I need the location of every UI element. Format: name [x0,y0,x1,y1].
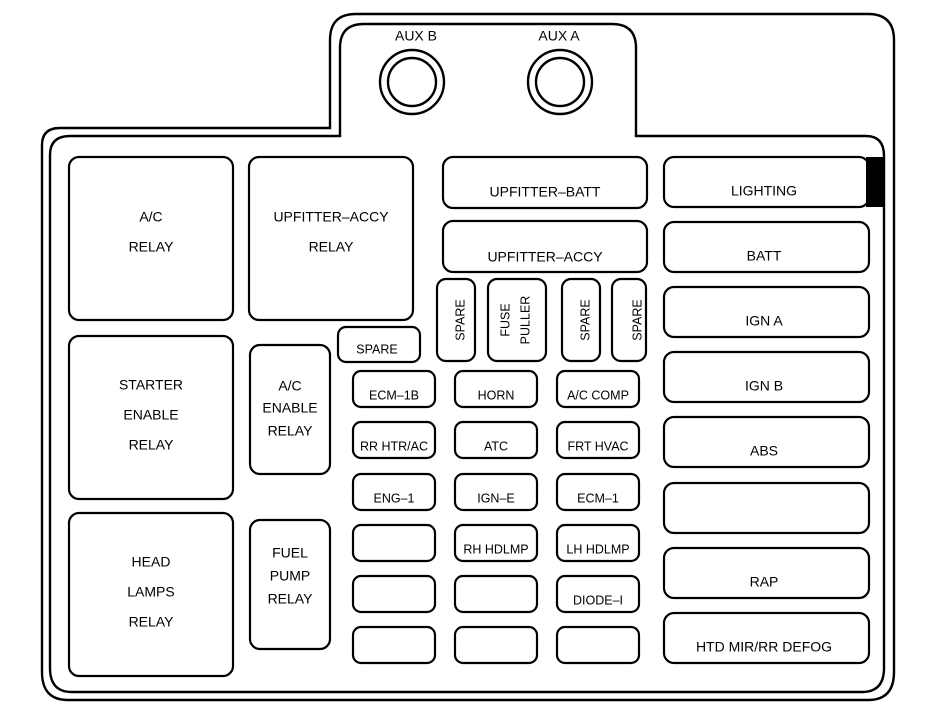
spare-slot-1-label: SPARE [453,299,467,340]
headlamps-relay-line-2: LAMPS [127,584,174,600]
spare-slot-3-label: SPARE [630,299,644,340]
ac-relay-line-2: RELAY [129,239,175,255]
headlamps-relay: HEAD LAMPS RELAY [67,511,235,678]
right-fuse: IGN B [662,350,871,404]
mini-fuse: ENG–1 [351,472,437,512]
mini-fuse: A/C COMP [555,369,641,409]
ac-enable-relay: A/C ENABLE RELAY [248,343,332,476]
mini-fuse-label: HORN [478,388,515,402]
headlamps-relay-line-1: HEAD [132,554,171,570]
fuel-pump-relay-line-2: PUMP [270,568,310,584]
right-fuse-column: LIGHTING BATT IGN A IGN B ABS RAP HTD MIR/RR D… [662,155,871,665]
mini-fuse-label: LH HDLMP [566,542,629,556]
right-fuse [662,481,871,535]
upfitter-accy-relay: UPFITTER–ACCY RELAY [247,155,415,322]
mini-fuse [351,523,437,563]
fuel-pump-relay-line-3: RELAY [268,591,314,607]
fuse-puller-slot[interactable]: FUSE PULLER [486,277,548,363]
mini-fuse-label: ENG–1 [374,491,415,505]
mini-fuse [351,625,437,665]
mini-fuse: LH HDLMP [555,523,641,563]
mini-fuse-label: A/C COMP [567,388,629,402]
right-fuse: LIGHTING [662,155,871,209]
spare-slot-2: SPARE [560,277,602,363]
ac-relay-line-1: A/C [139,209,162,225]
mini-fuse: DIODE–I [555,574,641,614]
right-fuse-label: BATT [747,248,782,264]
spare-slot-3: SPARE [610,277,648,363]
aux-a-connector: AUX A [526,28,594,116]
upfitter-accy-label: UPFITTER–ACCY [487,249,603,265]
mini-fuse-label: RH HDLMP [463,542,528,556]
ac-enable-relay-line-1: A/C [278,378,301,394]
fuel-pump-relay: FUEL PUMP RELAY [248,518,332,651]
mini-fuse: ATC [453,420,539,460]
fuse-puller-line-1: FUSE [498,303,512,336]
spare-slot-1: SPARE [435,277,477,363]
mini-fuse-label: IGN–E [477,491,515,505]
mini-fuse [453,625,539,665]
spare-small-fuse: SPARE [336,325,422,364]
right-fuse: BATT [662,220,871,274]
mini-fuse: FRT HVAC [555,420,641,460]
ac-relay: A/C RELAY [67,155,235,322]
upfitter-batt-fuse: UPFITTER–BATT [441,155,649,210]
right-fuse: IGN A [662,285,871,339]
mini-fuse-label: ECM–1B [369,388,419,402]
housing-outline-outer [40,12,896,702]
ac-enable-relay-line-2: ENABLE [262,400,317,416]
mini-fuse: RR HTR/AC [351,420,437,460]
spare-small-label: SPARE [356,342,397,356]
mini-fuse-label: ATC [484,439,508,453]
aux-a-label: AUX A [538,28,580,44]
aux-b-label: AUX B [395,28,437,44]
aux-b-inner-ring [386,56,438,108]
lighting-fuse-tab [866,157,884,207]
fuel-pump-relay-line-1: FUEL [272,545,308,561]
right-fuse-label: LIGHTING [731,183,797,199]
starter-enable-relay-line-1: STARTER [119,377,183,393]
mini-fuse-label: ECM–1 [577,491,619,505]
mini-fuse: HORN [453,369,539,409]
aux-a-inner-ring [534,56,586,108]
spare-slot-2-label: SPARE [578,299,592,340]
mini-fuse-label: RR HTR/AC [360,439,428,453]
right-fuse-label: ABS [750,443,778,459]
right-fuse: ABS [662,415,871,469]
mini-fuse: ECM–1B [351,369,437,409]
starter-enable-relay-line-2: ENABLE [123,407,178,423]
mini-fuse-label: FRT HVAC [567,439,628,453]
ac-enable-relay-line-3: RELAY [268,423,314,439]
right-fuse: HTD MIR/RR DEFOG [662,611,871,665]
headlamps-relay-line-3: RELAY [129,614,175,630]
upfitter-accy-relay-line-1: UPFITTER–ACCY [273,209,389,225]
starter-enable-relay-line-3: RELAY [129,437,175,453]
right-fuse-label: RAP [750,574,779,590]
mini-fuse [351,574,437,614]
mini-fuse: RH HDLMP [453,523,539,563]
mini-fuse-label: DIODE–I [573,593,623,607]
upfitter-accy-fuse: UPFITTER–ACCY [441,219,649,274]
aux-b-connector: AUX B [378,28,446,116]
upfitter-batt-label: UPFITTER–BATT [490,184,601,200]
mini-fuse: ECM–1 [555,472,641,512]
mini-fuse [453,574,539,614]
upfitter-accy-relay-line-2: RELAY [309,239,355,255]
starter-enable-relay: STARTER ENABLE RELAY [67,334,235,501]
mini-fuse [555,625,641,665]
right-fuse: RAP [662,546,871,600]
right-fuse-label: HTD MIR/RR DEFOG [696,639,832,655]
right-fuse-label: IGN A [745,313,783,329]
mini-fuse: IGN–E [453,472,539,512]
housing-outline-inner [48,22,886,694]
fuse-puller-line-2: PULLER [518,296,532,345]
right-fuse-label: IGN B [745,378,783,394]
mini-fuse-grid: ECM–1B HORN A/C COMP RR HTR/AC ATC FRT HVAC EN… [351,369,641,665]
